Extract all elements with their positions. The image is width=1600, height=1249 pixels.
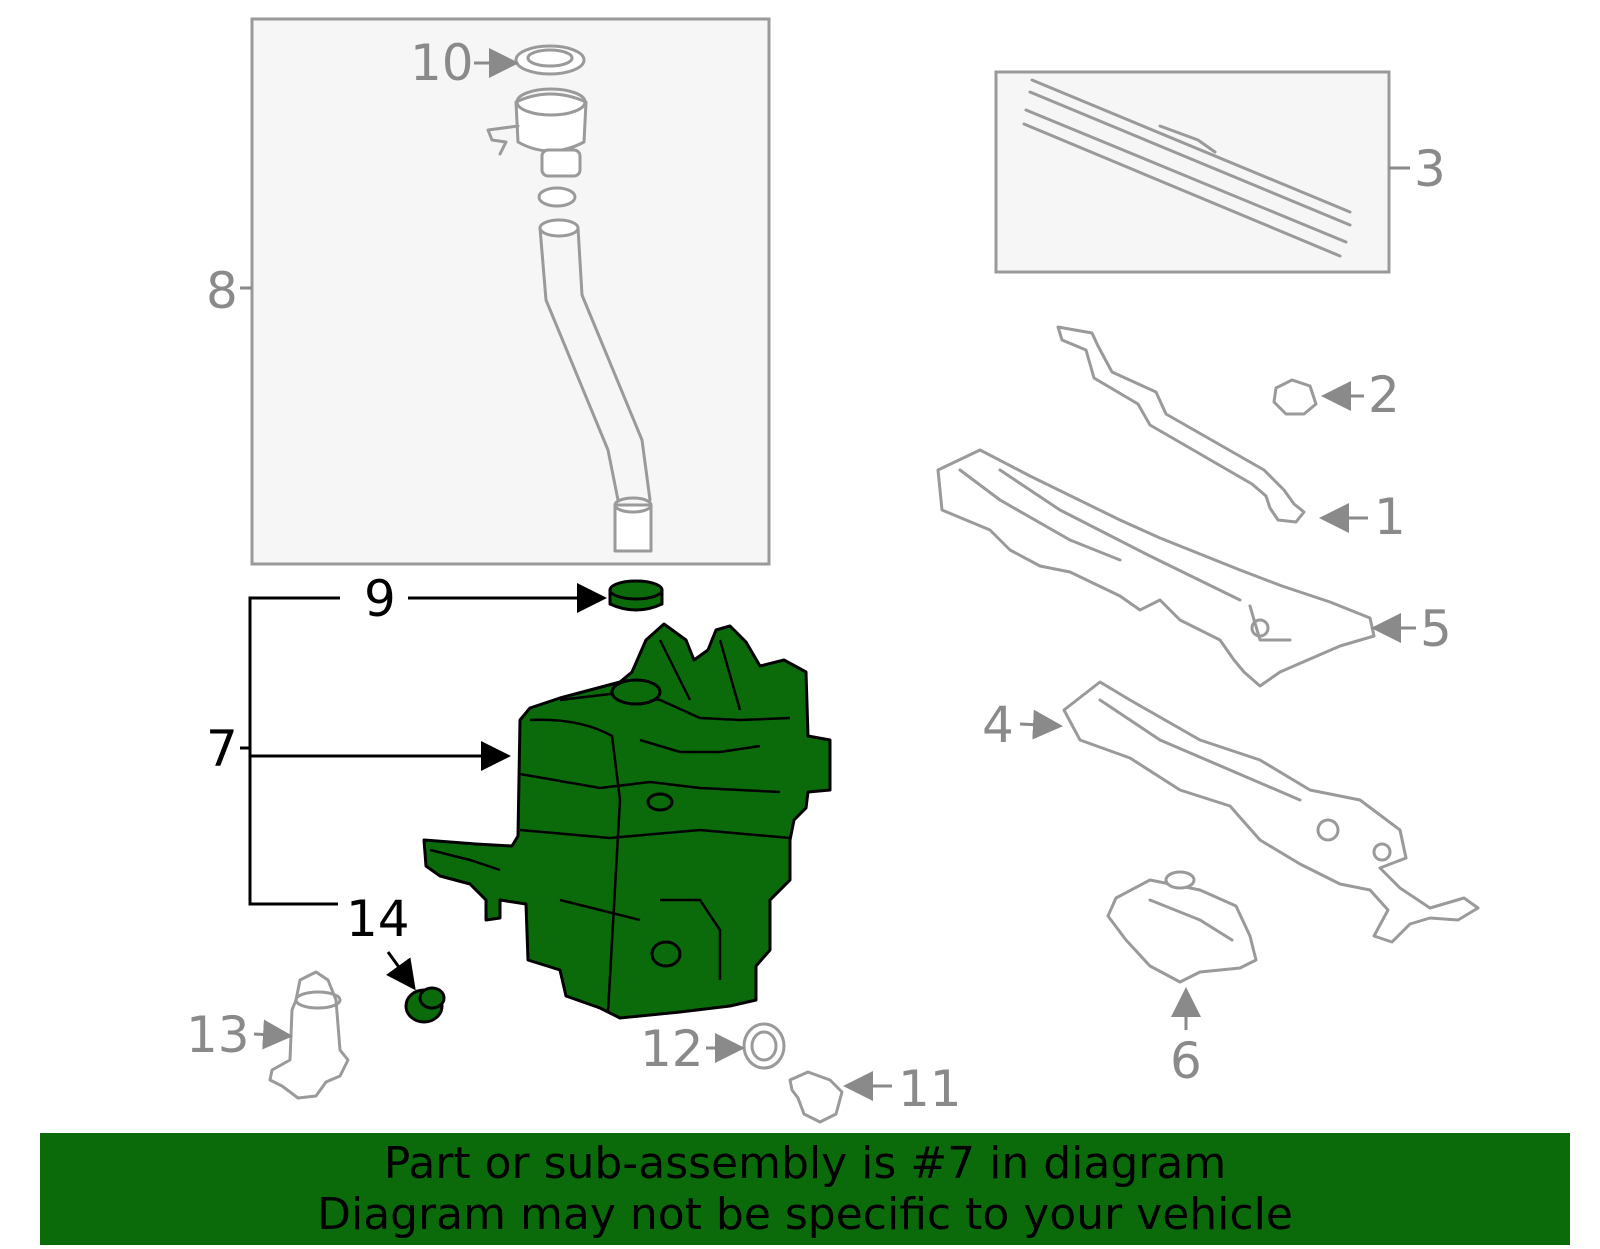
wiper-blade-box (994, 70, 1391, 274)
wiper-linkage (936, 448, 1376, 688)
wiper-linkage-lower (1062, 680, 1480, 944)
leader-4 (1019, 709, 1063, 740)
grommet-14 (404, 986, 446, 1024)
leader-13 (253, 1019, 293, 1050)
callout-2: 2 (1368, 366, 1400, 424)
callout-10: 10 (410, 34, 474, 92)
banner-line-1: Part or sub-assembly is #7 in diagram (383, 1138, 1227, 1189)
callout-9: 9 (364, 570, 396, 628)
washer-reservoir-highlight (422, 622, 832, 1020)
banner-line-2: Diagram may not be specific to your vehi… (317, 1189, 1293, 1240)
callout-8: 8 (206, 262, 238, 320)
callout-12: 12 (640, 1020, 704, 1078)
callout-13: 13 (186, 1006, 250, 1064)
washer-pump (268, 970, 350, 1100)
leader-7-bracket (248, 596, 340, 906)
info-banner: Part or sub-assembly is #7 in diagram Di… (40, 1133, 1570, 1245)
filler-neck-box (250, 17, 771, 566)
nut-part (1272, 378, 1318, 416)
reservoir-cap-9 (608, 579, 664, 612)
callout-3: 3 (1414, 140, 1446, 198)
callout-6: 6 (1170, 1032, 1202, 1090)
wiper-motor (1106, 878, 1258, 984)
wiper-arm (1056, 325, 1306, 524)
callout-11: 11 (898, 1060, 962, 1118)
callout-14: 14 (346, 890, 410, 948)
callout-4: 4 (982, 696, 1014, 754)
leader-14 (386, 951, 416, 991)
level-sensor-11 (788, 1070, 844, 1124)
callout-7: 7 (206, 720, 238, 778)
callout-1: 1 (1374, 488, 1406, 546)
callout-5: 5 (1420, 600, 1452, 658)
